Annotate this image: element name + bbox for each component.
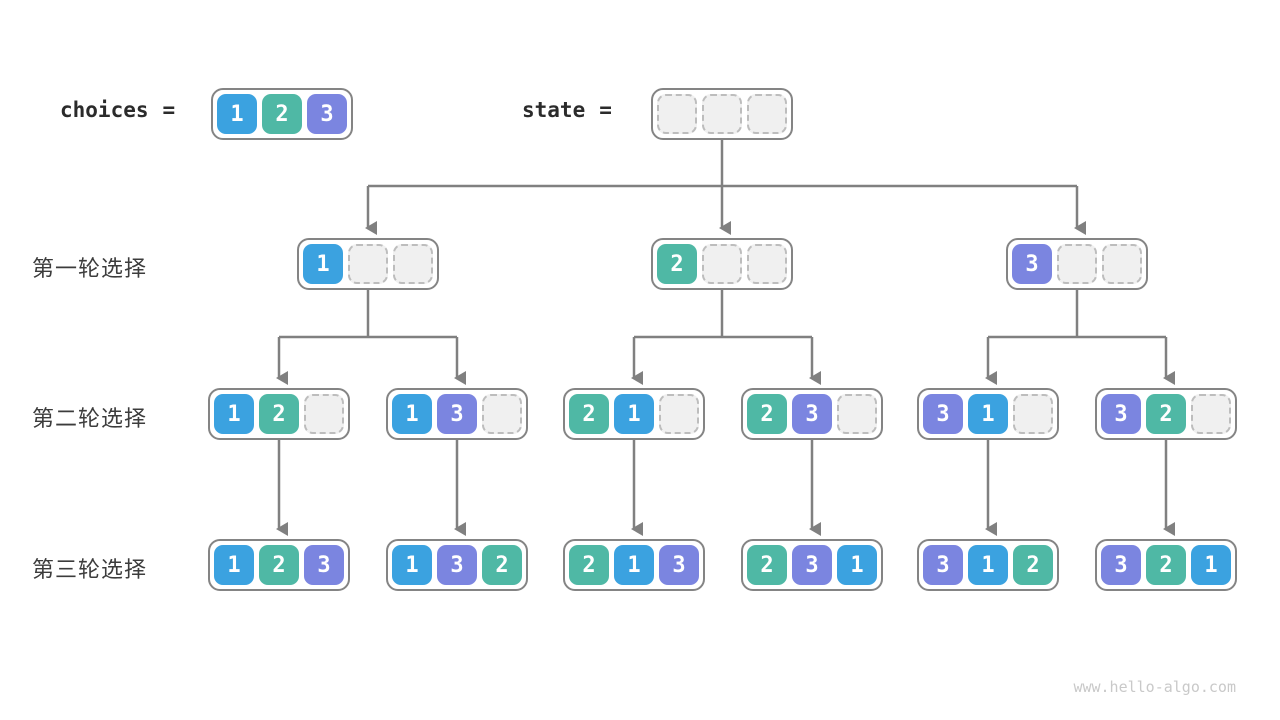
value-cell: 3: [304, 545, 344, 585]
value-cell: 2: [569, 394, 609, 434]
empty-cell: [659, 394, 699, 434]
value-cell: 1: [1191, 545, 1231, 585]
value-cell: 3: [792, 545, 832, 585]
empty-cell: [393, 244, 433, 284]
value-cell: 1: [214, 394, 254, 434]
value-cell: 3: [659, 545, 699, 585]
value-cell: 1: [217, 94, 257, 134]
value-cell: 1: [614, 545, 654, 585]
value-cell: 2: [482, 545, 522, 585]
empty-cell: [747, 244, 787, 284]
value-cell: 2: [657, 244, 697, 284]
empty-cell: [1013, 394, 1053, 434]
value-cell: 2: [1146, 394, 1186, 434]
state-array: [651, 88, 793, 140]
state-node-round1-3: 3: [1006, 238, 1148, 290]
value-cell: 3: [437, 545, 477, 585]
state-node-round1-1: 1: [297, 238, 439, 290]
watermark: www.hello-algo.com: [1073, 678, 1236, 696]
round-3-label: 第三轮选择: [32, 557, 148, 582]
state-label-text: state: [522, 98, 586, 122]
empty-cell: [1102, 244, 1142, 284]
choices-label: choices =: [60, 98, 175, 122]
value-cell: 3: [1101, 545, 1141, 585]
value-cell: 1: [303, 244, 343, 284]
empty-cell: [348, 244, 388, 284]
value-cell: 3: [923, 394, 963, 434]
round-2-label: 第二轮选择: [32, 406, 148, 431]
state-equals-sign: =: [599, 98, 612, 122]
value-cell: 2: [1146, 545, 1186, 585]
value-cell: 1: [968, 545, 1008, 585]
value-cell: 3: [1012, 244, 1052, 284]
choices-label-text: choices: [60, 98, 149, 122]
value-cell: 2: [747, 545, 787, 585]
state-node-round1-2: 2: [651, 238, 793, 290]
empty-cell: [1057, 244, 1097, 284]
choices-equals-sign: =: [162, 98, 176, 122]
empty-cell: [1191, 394, 1231, 434]
empty-cell: [702, 244, 742, 284]
empty-cell: [702, 94, 742, 134]
value-cell: 1: [614, 394, 654, 434]
empty-cell: [304, 394, 344, 434]
value-cell: 2: [259, 394, 299, 434]
state-label: state =: [522, 98, 612, 122]
value-cell: 1: [968, 394, 1008, 434]
value-cell: 3: [437, 394, 477, 434]
value-cell: 3: [792, 394, 832, 434]
value-cell: 2: [1013, 545, 1053, 585]
value-cell: 3: [923, 545, 963, 585]
empty-cell: [747, 94, 787, 134]
value-cell: 1: [837, 545, 877, 585]
value-cell: 1: [392, 545, 432, 585]
empty-cell: [837, 394, 877, 434]
value-cell: 2: [262, 94, 302, 134]
value-cell: 3: [1101, 394, 1141, 434]
value-cell: 1: [392, 394, 432, 434]
empty-cell: [482, 394, 522, 434]
empty-cell: [657, 94, 697, 134]
value-cell: 3: [307, 94, 347, 134]
value-cell: 2: [747, 394, 787, 434]
value-cell: 1: [214, 545, 254, 585]
value-cell: 2: [259, 545, 299, 585]
value-cell: 2: [569, 545, 609, 585]
round-1-label: 第一轮选择: [32, 256, 148, 281]
